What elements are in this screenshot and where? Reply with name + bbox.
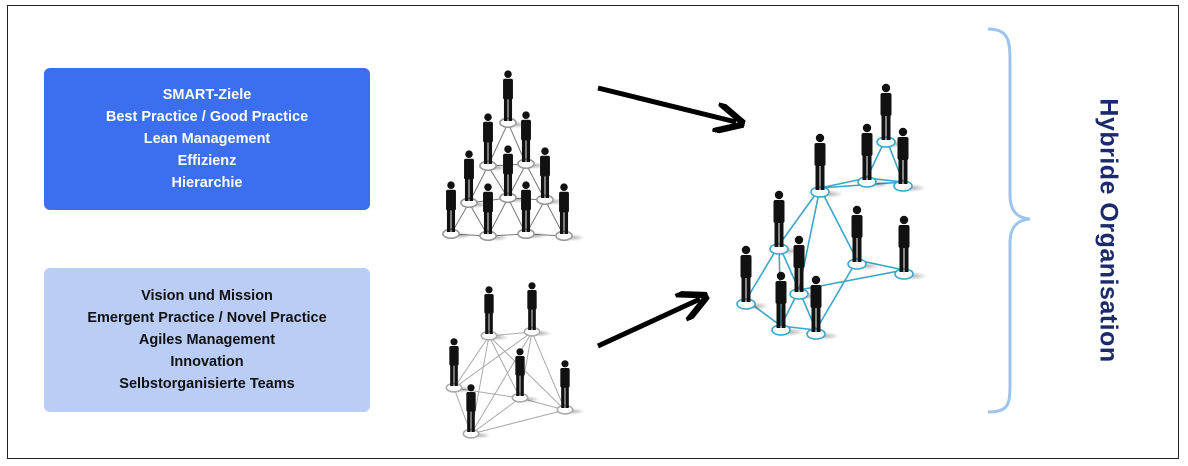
person-figure-icon [479, 113, 509, 172]
arrow-right-icon [596, 299, 700, 349]
box-line: Selbstorganisierte Teams [119, 376, 295, 392]
box-line: Innovation [170, 354, 244, 370]
hybrid-network [736, 83, 927, 340]
person-figure-icon [462, 384, 491, 439]
person-figure-icon [556, 360, 585, 415]
box-line: Vision und Mission [141, 288, 273, 304]
connection-line [745, 244, 780, 301]
person-figure-icon [894, 215, 927, 280]
person-figure-icon [736, 245, 769, 310]
side-label-text: Hybride Organisation [1094, 97, 1123, 363]
box-line: Emergent Practice / Novel Practice [87, 310, 327, 326]
person-figure-icon [479, 183, 509, 242]
person-figure-icon [810, 133, 843, 198]
box-line: Hierarchie [171, 175, 243, 191]
person-figure-icon [893, 127, 926, 192]
hybrid-organisation-label: Hybride Organisation [1088, 60, 1128, 400]
box-line: SMART-Ziele [162, 87, 252, 103]
curly-brace-icon [987, 27, 1031, 414]
connection-line [470, 409, 566, 435]
self-organized-network [445, 282, 585, 439]
person-figure-icon [771, 271, 804, 336]
connection-line [531, 331, 566, 411]
agile-concepts-box: Vision und Mission Emergent Practice / N… [44, 268, 370, 412]
person-figure-icon [517, 181, 547, 240]
connection-line [453, 335, 490, 389]
arrow-right-icon [597, 85, 736, 122]
connection-line [815, 259, 858, 331]
person-figure-icon [806, 275, 839, 340]
connection-line [819, 187, 858, 261]
box-line: Agiles Management [138, 332, 276, 348]
person-figure-icon [523, 282, 552, 337]
connection-line [778, 187, 821, 246]
person-figure-icon [442, 181, 472, 240]
person-figure-icon [499, 145, 529, 204]
person-figure-icon [555, 183, 585, 242]
person-figure-icon [769, 190, 802, 255]
person-figure-icon [857, 123, 890, 188]
connection-line [488, 335, 566, 411]
box-line: Best Practice / Good Practice [105, 109, 309, 125]
person-figure-icon [499, 70, 529, 129]
connection-line [470, 397, 521, 435]
box-line: Effizienz [177, 153, 237, 169]
person-figure-icon [511, 348, 540, 403]
connection-line [453, 331, 533, 389]
connection-line [488, 335, 521, 399]
box-line: Lean Management [143, 131, 271, 147]
traditional-concepts-box: SMART-Ziele Best Practice / Good Practic… [44, 68, 370, 210]
person-figure-icon [847, 205, 880, 270]
person-figure-icon [480, 286, 509, 341]
person-figure-icon [876, 83, 909, 148]
hierarchy-network [442, 70, 585, 242]
